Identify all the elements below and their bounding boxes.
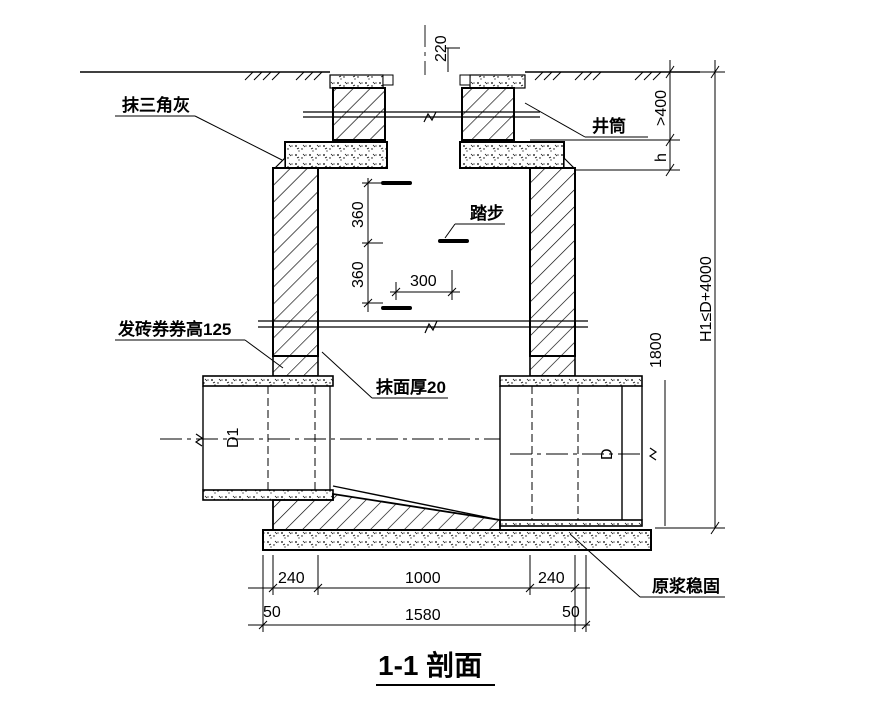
- chamber-break-line: [258, 320, 588, 334]
- bench-slope: [332, 485, 501, 521]
- dim-bottom-240-right: 240: [538, 570, 565, 587]
- dim-step-v1: 360: [350, 201, 367, 228]
- dim-bottom-240-left: 240: [278, 570, 305, 587]
- dim-total-height: H1≤D+4000: [698, 256, 715, 342]
- dim-neck-min: >400: [653, 90, 670, 126]
- label-mo-mian-hou: 抹面厚20: [376, 377, 446, 397]
- cover-slab-left: [329, 74, 384, 89]
- center-lines: [160, 25, 640, 455]
- pipe-break-right: [648, 447, 658, 461]
- arch-right: [529, 355, 576, 377]
- bottom-dimension-lines: [248, 555, 591, 632]
- dim-d1: D1: [225, 427, 242, 448]
- base-slab: [262, 529, 652, 551]
- cover-frame-right: [459, 74, 471, 86]
- label-yuan-jiang: 原浆稳固: [652, 576, 720, 596]
- chamber-wall-right: [529, 167, 576, 357]
- label-ta-bu: 踏步: [470, 203, 504, 223]
- dim-bottom-50-left: 50: [263, 604, 281, 621]
- drawing-title: 1-1 剖面: [378, 649, 482, 681]
- cover-frame-left: [382, 74, 394, 86]
- label-jing-tong: 井筒: [592, 116, 626, 136]
- dim-bottom-1000: 1000: [405, 570, 441, 587]
- shaft-wall-left: [332, 87, 386, 141]
- label-fa-zhuan: 发砖券券高125: [117, 319, 231, 339]
- chamber-wall-left: [272, 167, 319, 357]
- label-mo-san-jiao-hui: 抹三角灰: [122, 95, 190, 115]
- shaft-break-line: [303, 111, 540, 123]
- roof-slab-right: [459, 141, 565, 169]
- top-gap-dimension: [445, 47, 460, 72]
- roof-slab-left: [284, 141, 388, 169]
- dim-step-v2: 360: [350, 261, 367, 288]
- fillet-right: [563, 156, 576, 169]
- cover-slab-right: [469, 74, 526, 89]
- outlet-pipe: [499, 375, 643, 527]
- pipe-break-left: [194, 433, 204, 447]
- dim-lower-height: 1800: [648, 332, 665, 368]
- right-dimension-lines: [530, 60, 725, 535]
- shaft-wall-right: [461, 87, 515, 141]
- ladder-steps: [381, 181, 469, 310]
- dim-bottom-1580: 1580: [405, 607, 441, 624]
- dim-h: h: [653, 153, 670, 162]
- leader-lines: [115, 102, 725, 598]
- dim-d: D: [599, 448, 616, 460]
- bottom-bench: [272, 492, 501, 531]
- step-dimension-lines: [362, 178, 460, 312]
- dim-bottom-50-right: 50: [562, 604, 580, 621]
- dim-step-h: 300: [410, 273, 437, 290]
- inlet-pipe: [202, 375, 334, 501]
- dim-top-gap: 220: [433, 35, 450, 62]
- ground-line: [80, 71, 700, 81]
